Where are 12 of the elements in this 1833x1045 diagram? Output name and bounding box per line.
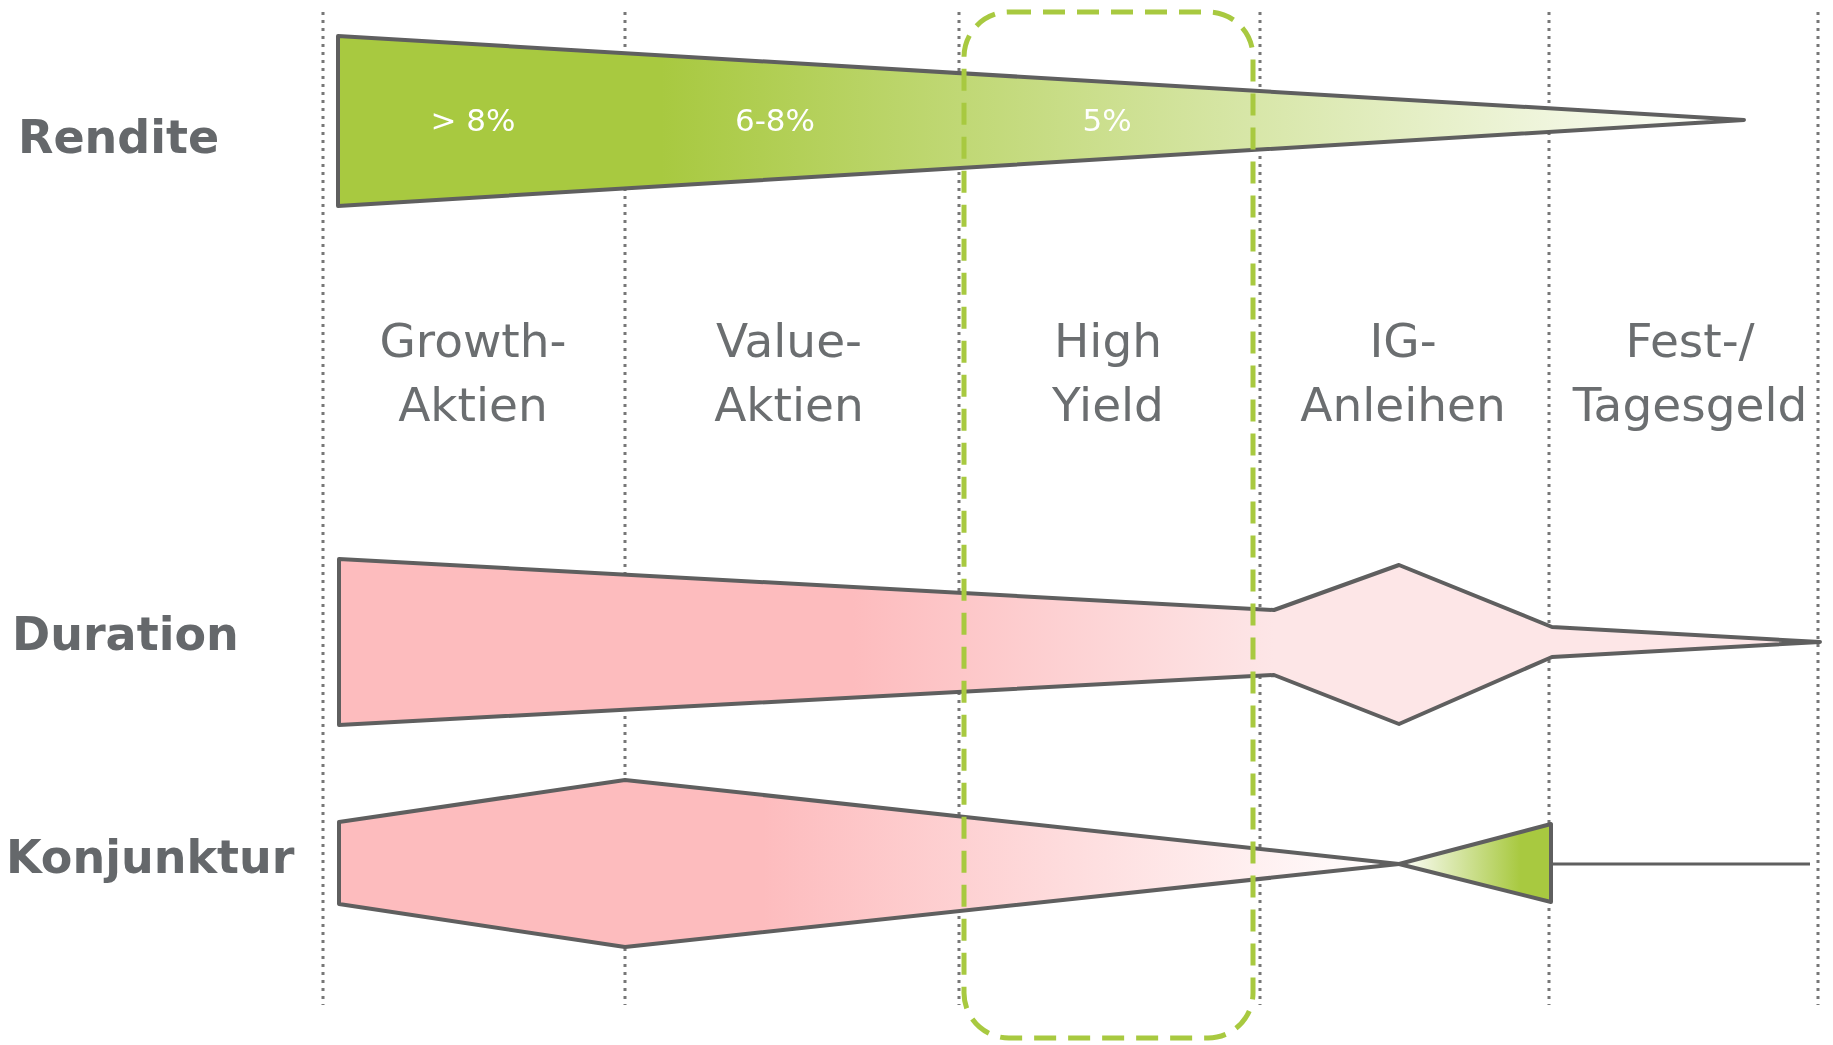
value-label: 6-8%: [734, 102, 816, 138]
value-label: 5%: [1082, 102, 1132, 138]
return-wedge: [336, 34, 1746, 208]
category-label: Growth- Aktien: [378, 312, 568, 434]
row-label: Duration: [12, 607, 239, 661]
category-label: Fest-/ Tagesgeld: [1571, 312, 1809, 434]
value-label: > 8%: [430, 102, 516, 138]
category-label: Value- Aktien: [713, 312, 865, 434]
row-label: Konjunktur: [6, 830, 295, 884]
row-label: Rendite: [18, 110, 220, 164]
category-label: High Yield: [1051, 312, 1165, 434]
category-label: IG- Anleihen: [1299, 312, 1507, 434]
